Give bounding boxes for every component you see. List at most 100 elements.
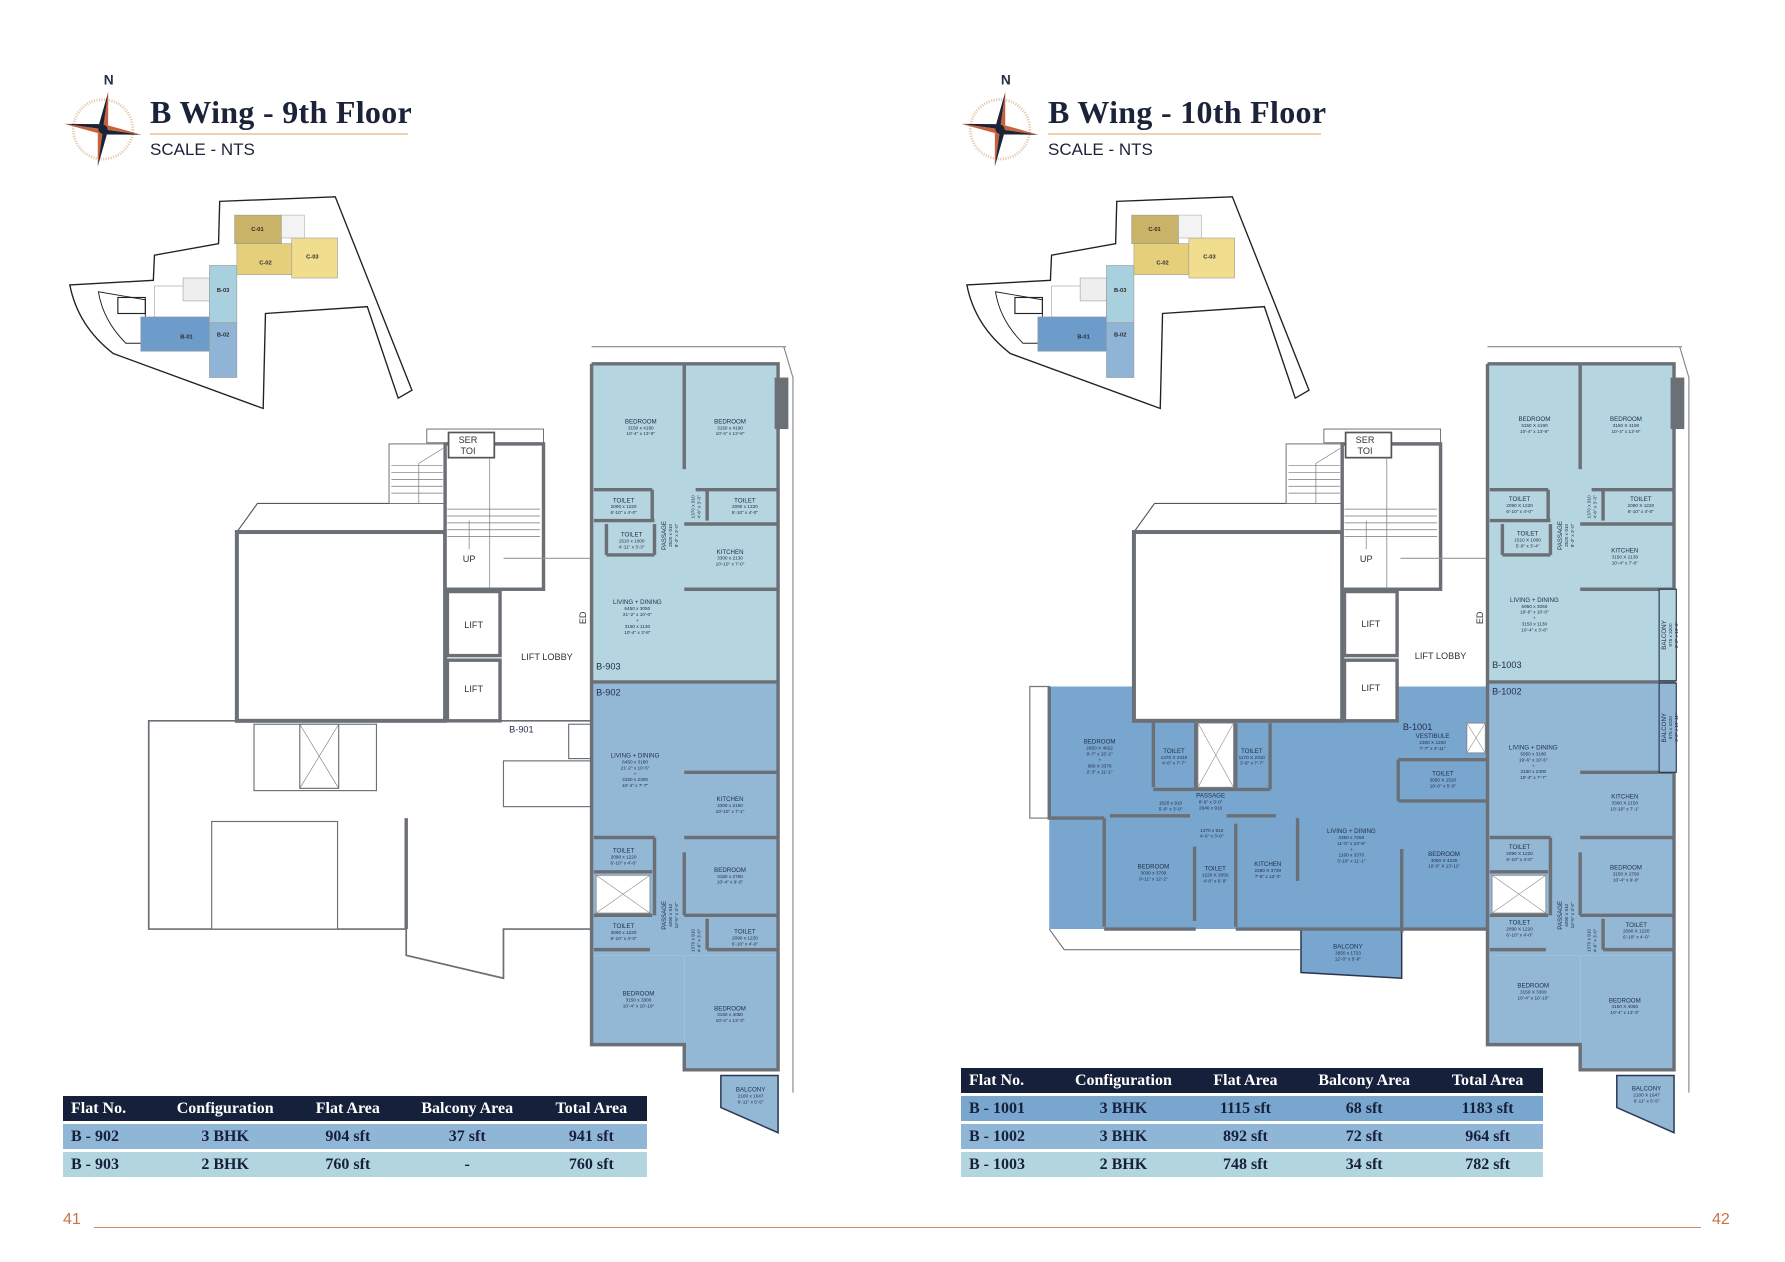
room-dimension: 6'-10" x 4'-0" — [1506, 857, 1533, 862]
room-label: PASSAGE4090 x 91013'-5" x 3'-0" — [661, 901, 679, 930]
room-dimension: 13'-5" x 3'-0" — [1570, 902, 1575, 929]
room-dimension: 13'-5" x 3'-0" — [674, 902, 679, 929]
keyplan-label: C-01 — [1148, 227, 1161, 233]
room-dimension: 21'-2" x 10'-5" — [621, 765, 650, 770]
room-dimension: 2090 X 1220 — [1506, 926, 1533, 931]
room-dimension: 1370 x 910 — [691, 495, 696, 519]
lift-label: LIFT — [1361, 619, 1380, 629]
room-dimension: 10'-4" x 13'-3" — [1610, 1010, 1639, 1015]
room-dimension: 1160 x 3370 — [1339, 853, 1365, 858]
flat-no: B - 903 — [71, 1155, 119, 1173]
room-dimension: 4'-6" x 3'-0" — [1200, 834, 1224, 839]
room-name: BALCONY — [1661, 620, 1668, 649]
room-dimension: 10'-10" x 7'-1" — [1610, 807, 1639, 812]
room-dimension: 2300 X 1200 — [1419, 740, 1446, 745]
room-name: BEDROOM — [625, 418, 657, 425]
configuration: 3 BHK — [1099, 1099, 1148, 1117]
room-dimension: 6'-10" x 4'-0" — [1506, 509, 1533, 514]
room-dimension: 6'-10" x 4'-0" — [610, 510, 637, 515]
room-dimension: 6'-11" x 5'-5" — [738, 1099, 764, 1104]
table-row: B - 902 3 BHK 904 sft 37 sft 941 sft — [63, 1124, 647, 1149]
column-header: Configuration — [153, 1096, 297, 1121]
room-dimension: 10'-0" X 13'-11" — [1428, 864, 1460, 869]
room-dimension: 1510 X 1000 — [1514, 537, 1541, 542]
room-name: BEDROOM — [1137, 863, 1169, 870]
room-dimension: 6'-10" x 4'-0" — [732, 942, 759, 947]
ser-toi-label: TOI — [1358, 446, 1373, 456]
room-name: TOILET — [1204, 866, 1226, 873]
table-row: B - 1002 3 BHK 892 sft 72 sft 964 sft — [961, 1124, 1543, 1149]
keyplan-label: C-01 — [251, 227, 264, 233]
footer-rule — [94, 1227, 1701, 1228]
room-dimension: 5950 x 3180 — [1520, 751, 1546, 756]
room-dimension: 1370 x 910 — [691, 929, 696, 953]
room-dimension: 3150 x 3300 — [626, 997, 652, 1002]
room-dimension: 4090 x 910 — [1564, 903, 1569, 927]
keyplan-label: C-03 — [306, 255, 318, 261]
compass-rose-10th: N — [954, 73, 1046, 174]
total-area: 964 sft — [1465, 1127, 1511, 1145]
room-dimension: 2090 x 1220 — [732, 936, 758, 941]
keyplan-label: C-02 — [1156, 260, 1168, 266]
room-dimension: 11'-0" x 23'-9" — [1337, 841, 1366, 846]
room-label: PASSAGE4090 x 91013'-5" x 3'-0" — [1557, 901, 1575, 930]
room-name: PASSAGE — [1196, 792, 1225, 799]
room-name: BEDROOM — [1519, 416, 1551, 423]
room-dimension: 6450 x 3180 — [622, 759, 648, 764]
ser-toi-label: SER — [459, 435, 478, 445]
room-name: BEDROOM — [714, 1005, 746, 1012]
room-dimension: 680 X 3376 — [1088, 763, 1112, 768]
page-number: 42 — [1712, 1211, 1730, 1228]
room-dimension: 6'-10" x 4'-0" — [1623, 935, 1650, 940]
room-dimension: 4'-6" x 3'-0" — [1592, 495, 1597, 519]
room-dimension: 3030 x 3700 — [1140, 870, 1166, 875]
room-dimension: 6'-10" x 4'-0" — [610, 860, 637, 865]
flat-tag: B-1003 — [1492, 660, 1521, 670]
lift-label: LIFT — [464, 684, 483, 694]
flat-area: 760 sft — [325, 1155, 371, 1173]
lift-lobby-label: LIFT LOBBY — [521, 652, 573, 662]
column-header: Flat No. — [63, 1096, 154, 1121]
room-dimension: 2640 x 910 — [1199, 805, 1223, 810]
room-name: TOILET — [621, 532, 643, 539]
room-dimension: 10'-4" x 13'-9" — [1612, 429, 1641, 434]
balcony-area: 72 sft — [1345, 1127, 1383, 1145]
room-dimension: + — [634, 771, 637, 776]
room-name: KITCHEN — [1611, 548, 1638, 555]
flat-area: 892 sft — [1222, 1127, 1268, 1145]
room-dimension: 2280 X 3730 — [1255, 868, 1282, 873]
page-title: B Wing - 9th Floor — [150, 94, 413, 130]
configuration: 2 BHK — [1099, 1155, 1148, 1173]
room-dimension: 1370 x 910 — [1586, 495, 1591, 519]
room-dimension: 3150 x 2750 — [717, 874, 743, 879]
room-name: LIVING + DINING — [1510, 597, 1559, 604]
room-name: LIVING + DINING — [611, 752, 660, 759]
balcony-area: 34 sft — [1345, 1155, 1383, 1173]
keyplan-label: B-03 — [217, 288, 229, 294]
room-dimension: 1370 x 910 — [1200, 828, 1224, 833]
flat-area: 748 sft — [1222, 1155, 1268, 1173]
room-dimension: 19'-6" x 10'-0" — [1520, 610, 1549, 615]
balcony-area: - — [464, 1155, 470, 1173]
scale-label: SCALE - NTS — [150, 140, 255, 159]
room-name: VESTIBULE — [1416, 733, 1450, 740]
room-dimension: 5'-0" x 3'-0" — [1159, 806, 1183, 811]
room-dimension: 3150 x 1130 — [1522, 622, 1548, 627]
room-dimension: 3300 x 2150 — [717, 803, 743, 808]
room-dimension: 2520 x 910 — [1564, 523, 1569, 547]
room-dimension: 3350 x 7250 — [1338, 835, 1364, 840]
keyplan-label: C-03 — [1203, 255, 1215, 261]
